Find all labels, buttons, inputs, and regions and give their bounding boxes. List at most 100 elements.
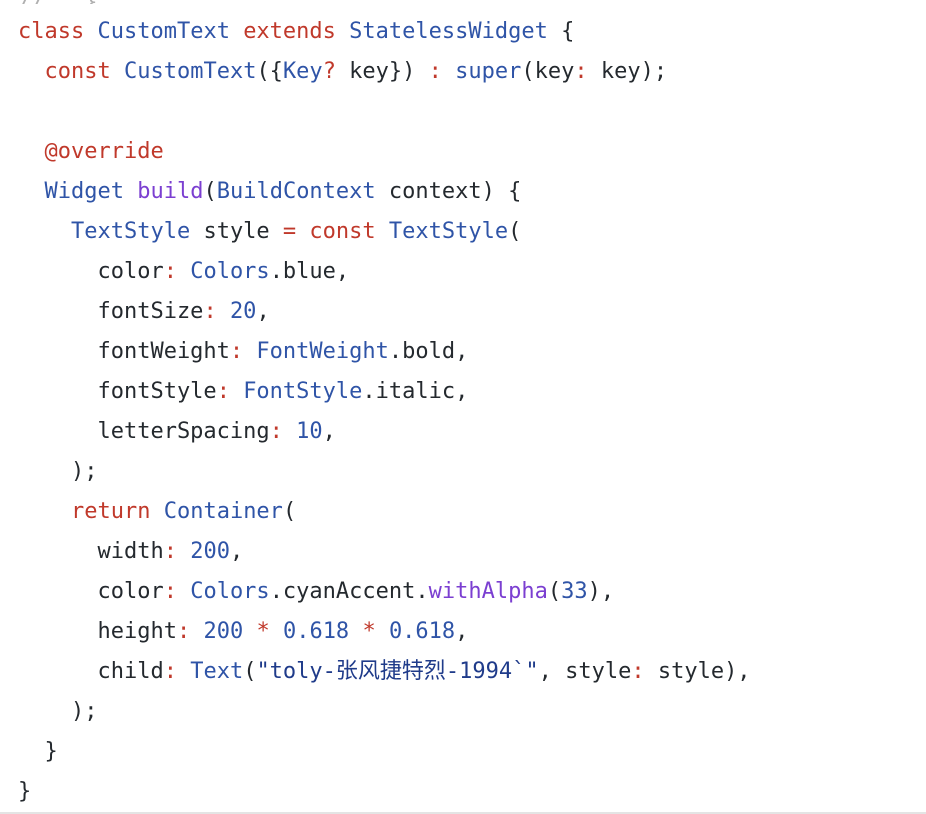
- code-token: color: [18, 259, 164, 284]
- code-token: fontStyle: [18, 379, 217, 404]
- code-token: :: [163, 659, 177, 684]
- code-line: width: 200,: [18, 532, 243, 572]
- code-token: extends: [243, 19, 336, 44]
- code-token: =: [282, 219, 297, 244]
- code-token: Colors: [190, 259, 270, 284]
- code-token: [349, 619, 362, 644]
- code-token: Container: [163, 499, 283, 524]
- code-token: height: [18, 619, 177, 644]
- code-token: [18, 179, 45, 204]
- code-token: *: [362, 619, 376, 644]
- code-token: FontWeight: [256, 339, 389, 364]
- code-token: :: [428, 59, 442, 84]
- code-token: Text: [190, 659, 244, 684]
- code-token: ,: [256, 299, 270, 324]
- code-line: fontWeight: FontWeight.bold,: [18, 332, 468, 372]
- code-token: :: [163, 539, 177, 564]
- code-token: [177, 579, 190, 604]
- code-token: 33: [561, 579, 588, 604]
- code-token: [270, 619, 283, 644]
- code-token: [124, 179, 137, 204]
- code-line: letterSpacing: 10,: [18, 412, 336, 452]
- code-token: 200: [203, 619, 244, 644]
- code-line: Widget build(BuildContext context) {: [18, 172, 522, 212]
- code-token: class: [18, 19, 85, 44]
- code-token: (: [508, 219, 522, 244]
- code-token: [177, 659, 190, 684]
- code-token: [217, 299, 230, 324]
- code-line: class CustomText extends StatelessWidget…: [18, 12, 574, 52]
- code-token: [111, 59, 124, 84]
- code-token: style: [190, 219, 283, 244]
- code-line: }: [18, 772, 31, 812]
- code-line: color: Colors.blue,: [18, 252, 349, 292]
- code-line: return Container(: [18, 492, 296, 532]
- code-token: ,: [322, 419, 336, 444]
- code-token: 0.618: [282, 619, 350, 644]
- code-token: 20: [229, 299, 257, 324]
- code-token: "toly-张风捷特烈-1994`": [256, 659, 539, 684]
- code-token: key}): [335, 59, 429, 84]
- code-token: context) {: [375, 179, 522, 204]
- code-token: 0.618: [388, 619, 456, 644]
- code-token: [177, 259, 190, 284]
- code-line: child: Text("toly-张风捷特烈-1994`", style: s…: [18, 652, 751, 692]
- clipped-previous-line: // ..}: [18, 0, 97, 4]
- code-token: ({: [256, 59, 283, 84]
- code-token: [84, 19, 97, 44]
- code-token: BuildContext: [216, 179, 376, 204]
- code-token: [376, 619, 389, 644]
- code-token: (: [243, 659, 257, 684]
- code-token: :: [163, 579, 177, 604]
- code-token: Colors: [190, 579, 270, 604]
- code-token: [177, 539, 190, 564]
- code-token: [336, 19, 349, 44]
- code-line: height: 200 * 0.618 * 0.618,: [18, 612, 468, 652]
- code-token: }: [18, 779, 32, 804]
- code-token: const: [309, 219, 376, 244]
- code-token: );: [18, 459, 98, 484]
- code-token: super: [455, 59, 522, 84]
- code-token: @override: [44, 139, 164, 164]
- code-token: (: [547, 579, 562, 604]
- code-token: }: [18, 739, 58, 764]
- code-token: :: [574, 59, 588, 84]
- code-token: [18, 139, 45, 164]
- code-token: :: [203, 299, 217, 324]
- code-token: :: [229, 339, 244, 364]
- code-token: ,: [455, 619, 469, 644]
- code-token: [296, 219, 309, 244]
- code-token: [230, 379, 243, 404]
- code-token: :: [163, 259, 177, 284]
- code-token: [243, 619, 256, 644]
- code-line: fontStyle: FontStyle.italic,: [18, 372, 468, 412]
- code-token: CustomText: [97, 19, 230, 44]
- code-token: fontSize: [18, 299, 204, 324]
- code-token: :: [176, 619, 191, 644]
- code-token: (key: [521, 59, 575, 84]
- code-token: CustomText: [123, 59, 257, 84]
- code-token: [18, 499, 71, 524]
- code-token: [18, 59, 45, 84]
- code-token: [230, 19, 243, 44]
- code-token: );: [18, 699, 98, 724]
- code-token: .bold,: [388, 339, 469, 364]
- code-token: :: [631, 659, 645, 684]
- code-token: [243, 339, 256, 364]
- code-token: withAlpha: [428, 579, 548, 604]
- code-token: .cyanAccent.: [269, 579, 429, 604]
- code-token: letterSpacing: [18, 419, 270, 444]
- code-token: style),: [644, 659, 751, 684]
- code-token: :: [216, 379, 230, 404]
- code-token: width: [18, 539, 164, 564]
- code-token: (: [203, 179, 217, 204]
- code-line: color: Colors.cyanAccent.withAlpha(33),: [18, 572, 614, 612]
- code-line: );: [18, 452, 98, 492]
- code-token: 200: [190, 539, 230, 564]
- code-token: ,: [229, 539, 244, 564]
- code-token: fontWeight: [18, 339, 230, 364]
- code-token: [150, 499, 163, 524]
- code-line: TextStyle style = const TextStyle(: [18, 212, 521, 252]
- code-token: Widget: [44, 179, 124, 204]
- code-token: TextStyle: [388, 219, 509, 244]
